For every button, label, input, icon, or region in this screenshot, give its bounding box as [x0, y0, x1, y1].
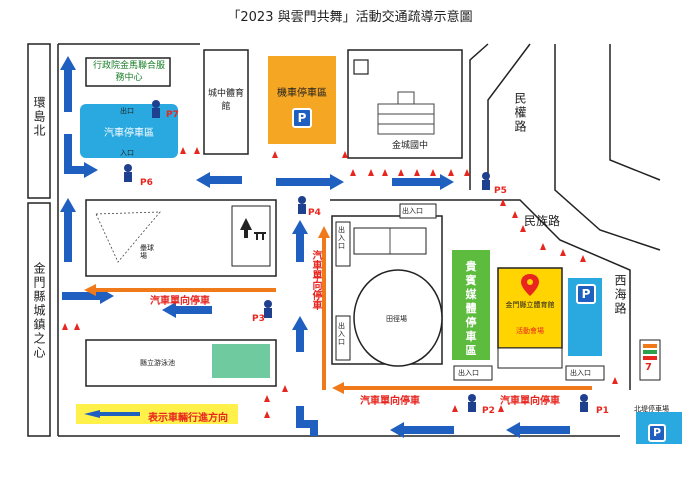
moto-parking-label: 機車停車區 — [277, 88, 327, 99]
page-title: 「2023 與雲門共舞」活動交通疏導示意圖 — [227, 10, 473, 25]
arrow-blue-up-center — [292, 220, 308, 262]
police-point-label: P5 — [494, 186, 507, 196]
blue-arrows — [60, 56, 570, 438]
entrance-box-bottom-right — [565, 365, 605, 381]
arrow-blue-left-mid — [196, 172, 242, 188]
location-pin-icon — [521, 274, 539, 296]
arrow-blue-up-2 — [60, 198, 76, 262]
car-parking-top-label: 汽車停車區 — [104, 128, 154, 139]
left-road-block-top — [27, 43, 51, 199]
north-parking-label: 北堤停車場 — [634, 405, 669, 413]
admin-center-label: 行政院金馬聯合服務中心 — [92, 61, 165, 83]
parking-sign-icon: P — [576, 284, 596, 304]
police-point-label: P4 — [308, 208, 321, 218]
one-way-label: 汽車單向停車 — [500, 396, 560, 407]
arrow-blue-right-school — [392, 174, 454, 190]
police-point-label: P6 — [140, 178, 153, 188]
toilet-icon-box — [353, 59, 369, 75]
county-gym-label: 金門縣立體育館 — [505, 301, 555, 309]
reserved-parking-area — [452, 250, 490, 360]
seven-eleven-icon: 7 — [645, 362, 652, 373]
arrow-orange-v — [318, 226, 330, 390]
pool-image — [212, 344, 270, 378]
picnic-area-box — [231, 205, 271, 267]
entrance-label: 入口 — [120, 149, 134, 157]
one-way-label: 汽車單向停車 — [360, 396, 420, 407]
road-label-minzu: 民族路 — [524, 214, 561, 228]
police-figures — [124, 100, 588, 412]
swimming-pool-label: 縣立游泳池 — [140, 359, 175, 367]
road-label-left-top: 環島北 — [32, 96, 46, 138]
arrow-blue-left-bottom-2 — [506, 422, 570, 438]
arrow-blue-right-mid — [276, 174, 344, 190]
arrow-blue-up-center-2 — [292, 316, 308, 352]
gym-old-label: 城中體育館 — [207, 89, 244, 112]
softball-label: 壘球場 — [140, 244, 154, 260]
arrow-blue-left-field — [162, 302, 212, 318]
left-road-block-bottom — [27, 202, 51, 437]
admin-center-box — [85, 57, 171, 87]
parking-sign-icon: P — [648, 424, 666, 442]
arrow-blue-left-bottom — [390, 422, 454, 438]
road-edge — [469, 43, 489, 190]
legend-box — [76, 404, 238, 424]
moto-parking-area — [268, 56, 336, 144]
inner-road-edge — [330, 199, 631, 390]
entrance-box-left-bottom — [335, 315, 351, 361]
exit-label: 出口 — [120, 107, 134, 115]
gym-old-box — [203, 49, 249, 155]
arrow-blue-up-1 — [60, 56, 76, 112]
reserved-parking-label: 貴賓媒體停車區 — [465, 260, 477, 357]
running-track — [353, 269, 443, 367]
arrow-orange-h1 — [84, 284, 276, 296]
police-point-label: P7 — [166, 110, 179, 120]
entrance-exit-label: 出入口 — [570, 369, 591, 377]
police-point-label: P1 — [596, 406, 609, 416]
legend-label: 表示車輛行進方向 — [148, 413, 228, 424]
road-edge — [487, 43, 531, 190]
arrow-blue-corner — [296, 406, 318, 436]
legend-arrow-icon — [84, 410, 140, 418]
police-point-label: P3 — [252, 314, 265, 324]
road-edge — [609, 44, 661, 181]
entrance-box-bottom-left — [453, 365, 493, 381]
entrance-exit-label: 出入口 — [402, 207, 423, 215]
stadium-label: 田徑場 — [386, 315, 407, 323]
gym-front-box — [497, 347, 563, 369]
orange-arrows — [84, 226, 592, 394]
school-label: 金城國中 — [392, 141, 429, 151]
road-edge — [554, 44, 661, 251]
entrance-box-left-top — [335, 221, 351, 267]
picnic-tree-icon — [240, 218, 266, 240]
entrance-exit-label: 出入口 — [338, 226, 345, 250]
one-way-label-vertical: 汽車單向停車 — [310, 250, 321, 310]
entrance-exit-label: 出入口 — [338, 322, 345, 346]
road-label-minquan: 民權路 — [513, 92, 527, 134]
road-label-xihai: 西海路 — [613, 274, 627, 316]
road-label-left-bottom: 金門縣城鎮之心 — [32, 262, 46, 360]
parking-sign-icon: P — [292, 108, 312, 128]
one-way-label: 汽車單向停車 — [150, 296, 210, 307]
police-point-label: P2 — [482, 406, 495, 416]
entrance-exit-label: 出入口 — [458, 369, 479, 377]
entrance-box-top — [399, 203, 437, 219]
traffic-cones — [62, 147, 618, 418]
arrow-orange-h2 — [332, 382, 592, 394]
arrow-blue-curve — [64, 134, 98, 178]
event-venue-label: 活動會場 — [516, 327, 544, 335]
